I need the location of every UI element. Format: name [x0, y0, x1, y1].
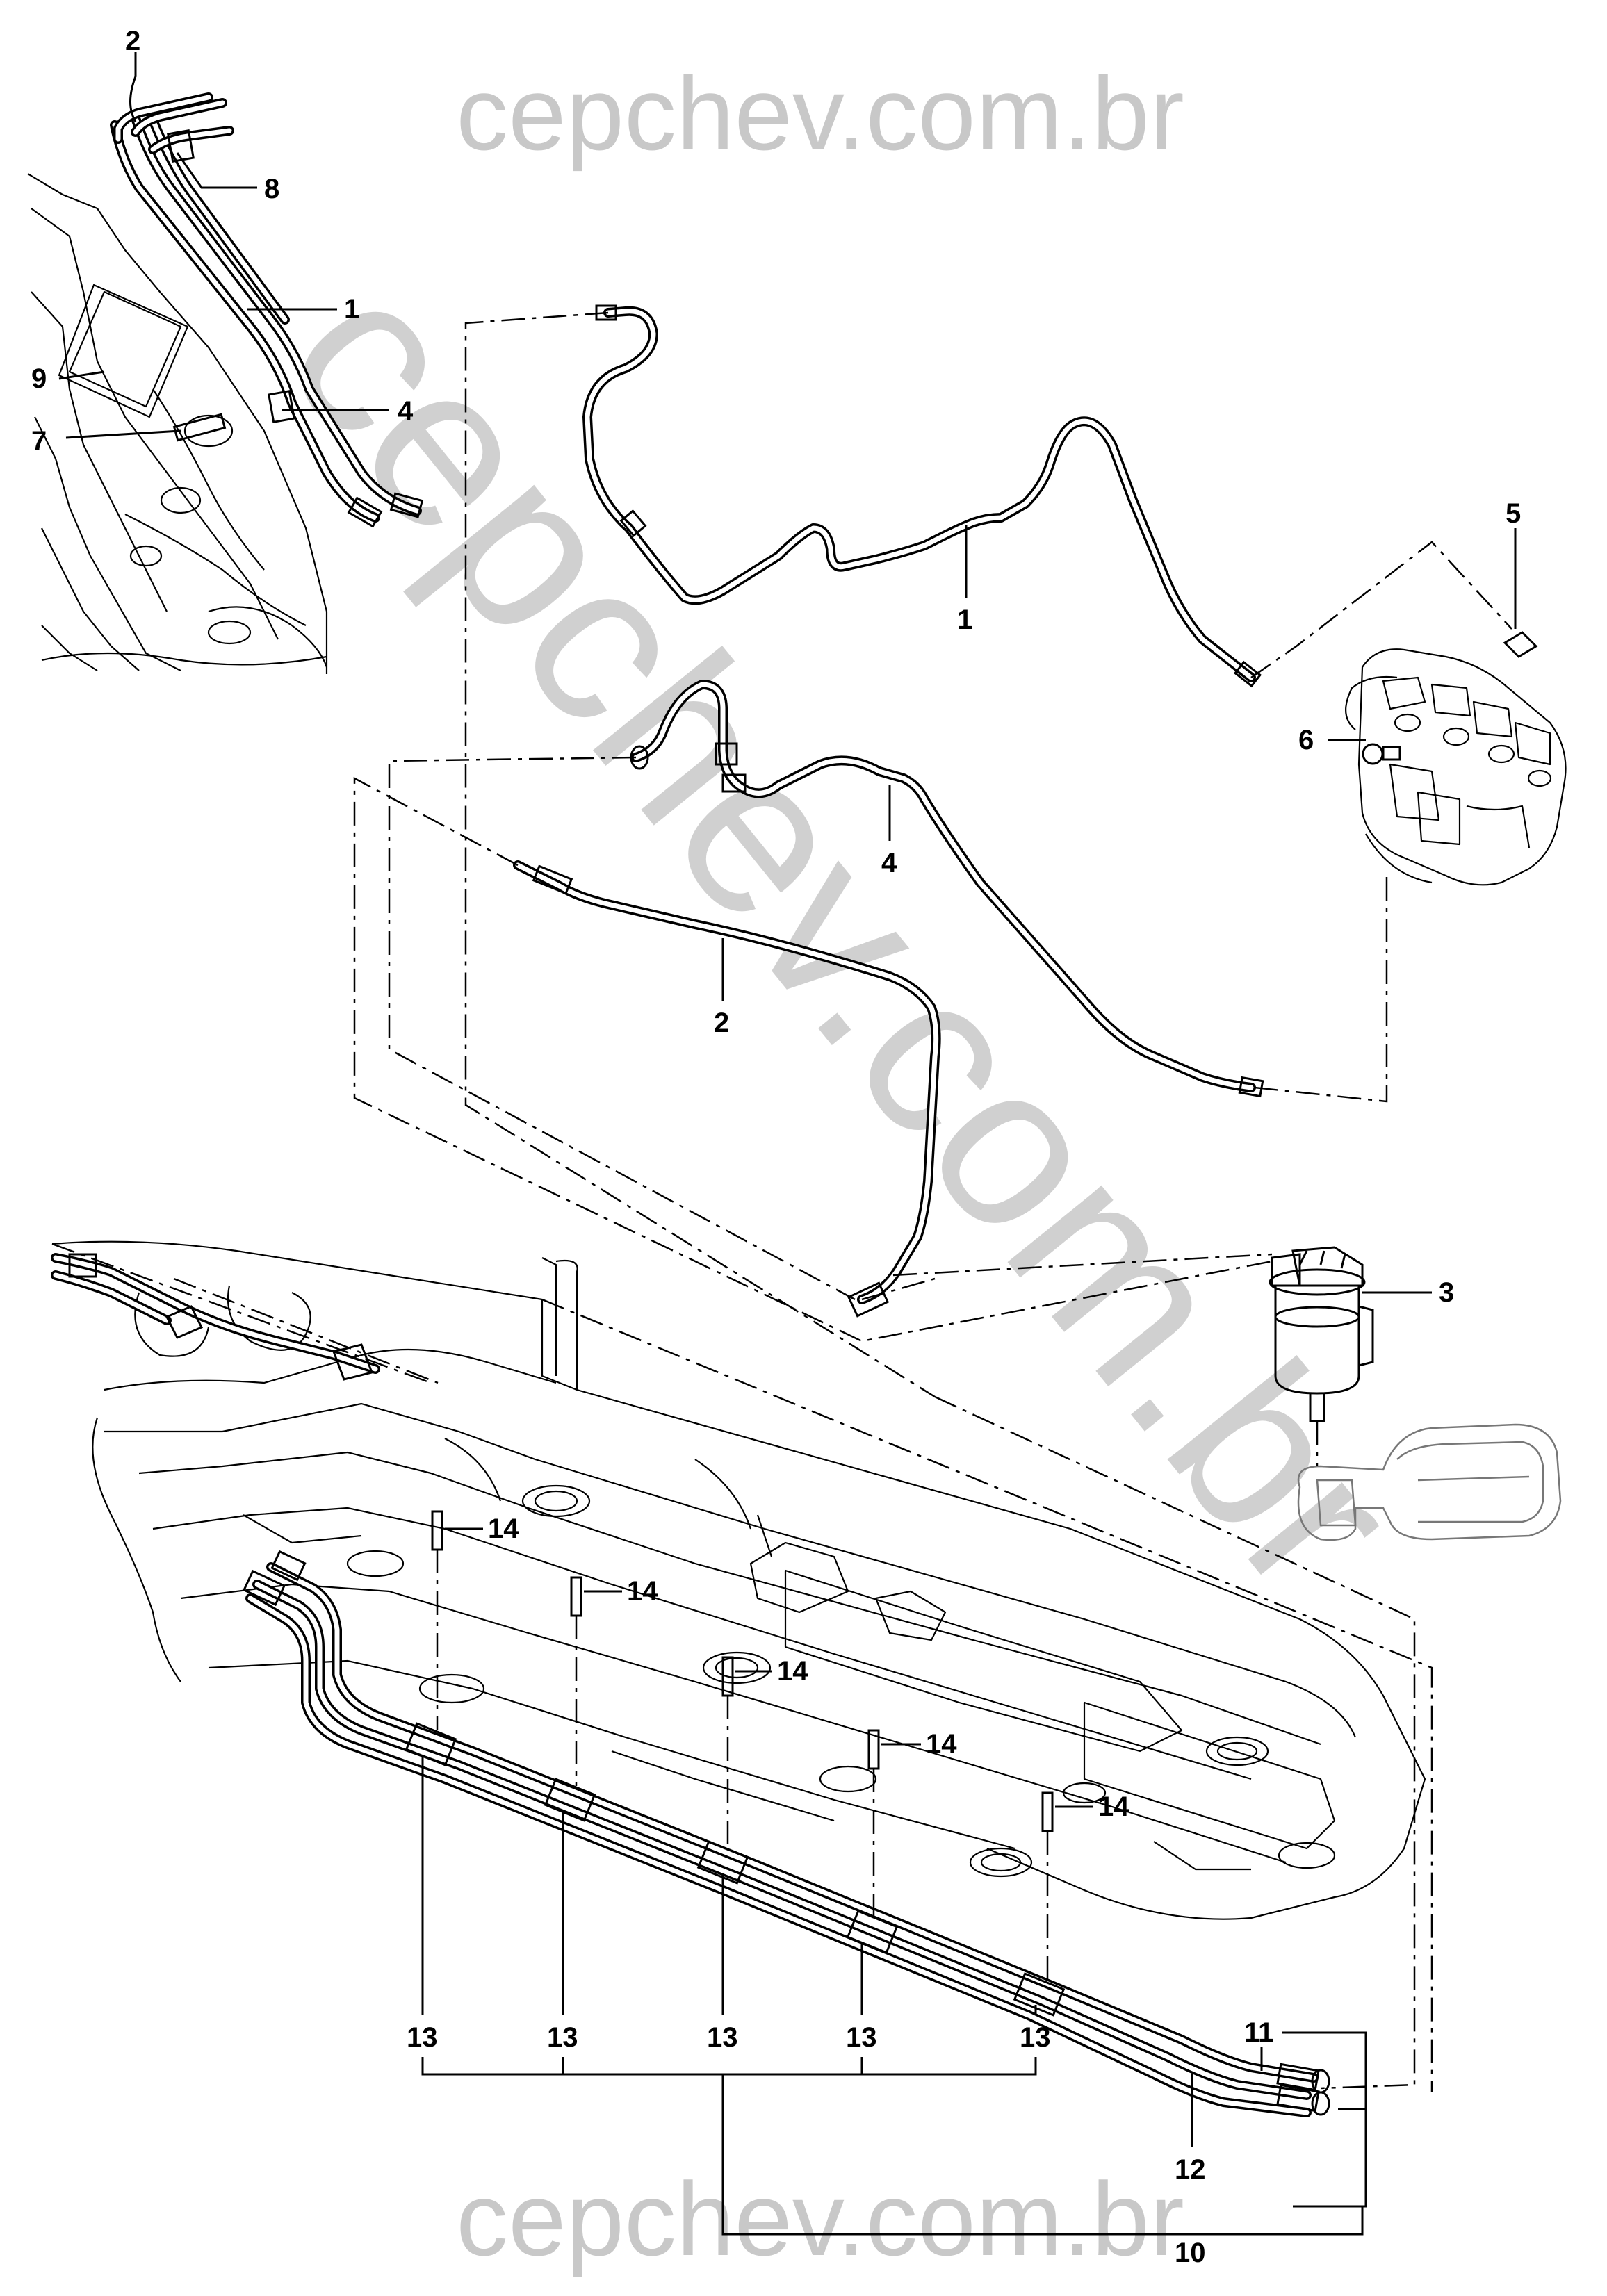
callout-14-c: 14 — [777, 1656, 808, 1687]
callout-13-b: 13 — [547, 2022, 578, 2053]
watermark-top: cepchev.com.br — [456, 55, 1184, 172]
callout-10: 10 — [1175, 2238, 1206, 2268]
callout-13-d: 13 — [846, 2022, 877, 2053]
callout-13-e: 13 — [1020, 2022, 1051, 2053]
underbody-hoses — [51, 1253, 380, 1381]
callout-1: 1 — [957, 605, 972, 635]
callout-8: 8 — [264, 174, 279, 204]
callout-14-e: 14 — [1098, 1791, 1129, 1822]
module-box — [58, 284, 189, 418]
callout-5: 5 — [1506, 498, 1521, 529]
callout-14-d: 14 — [926, 1729, 957, 1760]
underbody-fuel-lines — [243, 1550, 1330, 2117]
callout-13-a: 13 — [407, 2022, 438, 2053]
callout-2: 2 — [714, 1008, 729, 1038]
injection-pump — [1345, 631, 1567, 886]
callout-11: 11 — [1244, 2017, 1273, 2048]
callout-4: 4 — [881, 848, 897, 878]
callout-6: 6 — [1298, 725, 1314, 755]
callout-12: 12 — [1175, 2154, 1206, 2185]
inset-fuel-lines — [110, 92, 424, 528]
fuel-line-4 — [630, 680, 1264, 1098]
filter-bracket — [1297, 1423, 1562, 1541]
callout-7: 7 — [31, 426, 47, 457]
callout-14-a: 14 — [488, 1514, 519, 1544]
callout-1-inset: 1 — [344, 294, 359, 325]
callout-13-c: 13 — [707, 2022, 738, 2053]
fuel-line-1 — [582, 304, 1262, 688]
callout-14-b: 14 — [627, 1576, 658, 1607]
watermark-diagonal: cepchev.com.br — [239, 231, 1448, 1638]
callout-3: 3 — [1439, 1277, 1454, 1308]
watermark-bottom: cepchev.com.br — [456, 2160, 1184, 2277]
callout-2-inset: 2 — [125, 26, 140, 56]
callout-9: 9 — [31, 363, 47, 394]
fuel-line-2 — [513, 860, 941, 1318]
engine-bay-inset — [27, 173, 328, 674]
callout-4-inset: 4 — [398, 396, 414, 427]
